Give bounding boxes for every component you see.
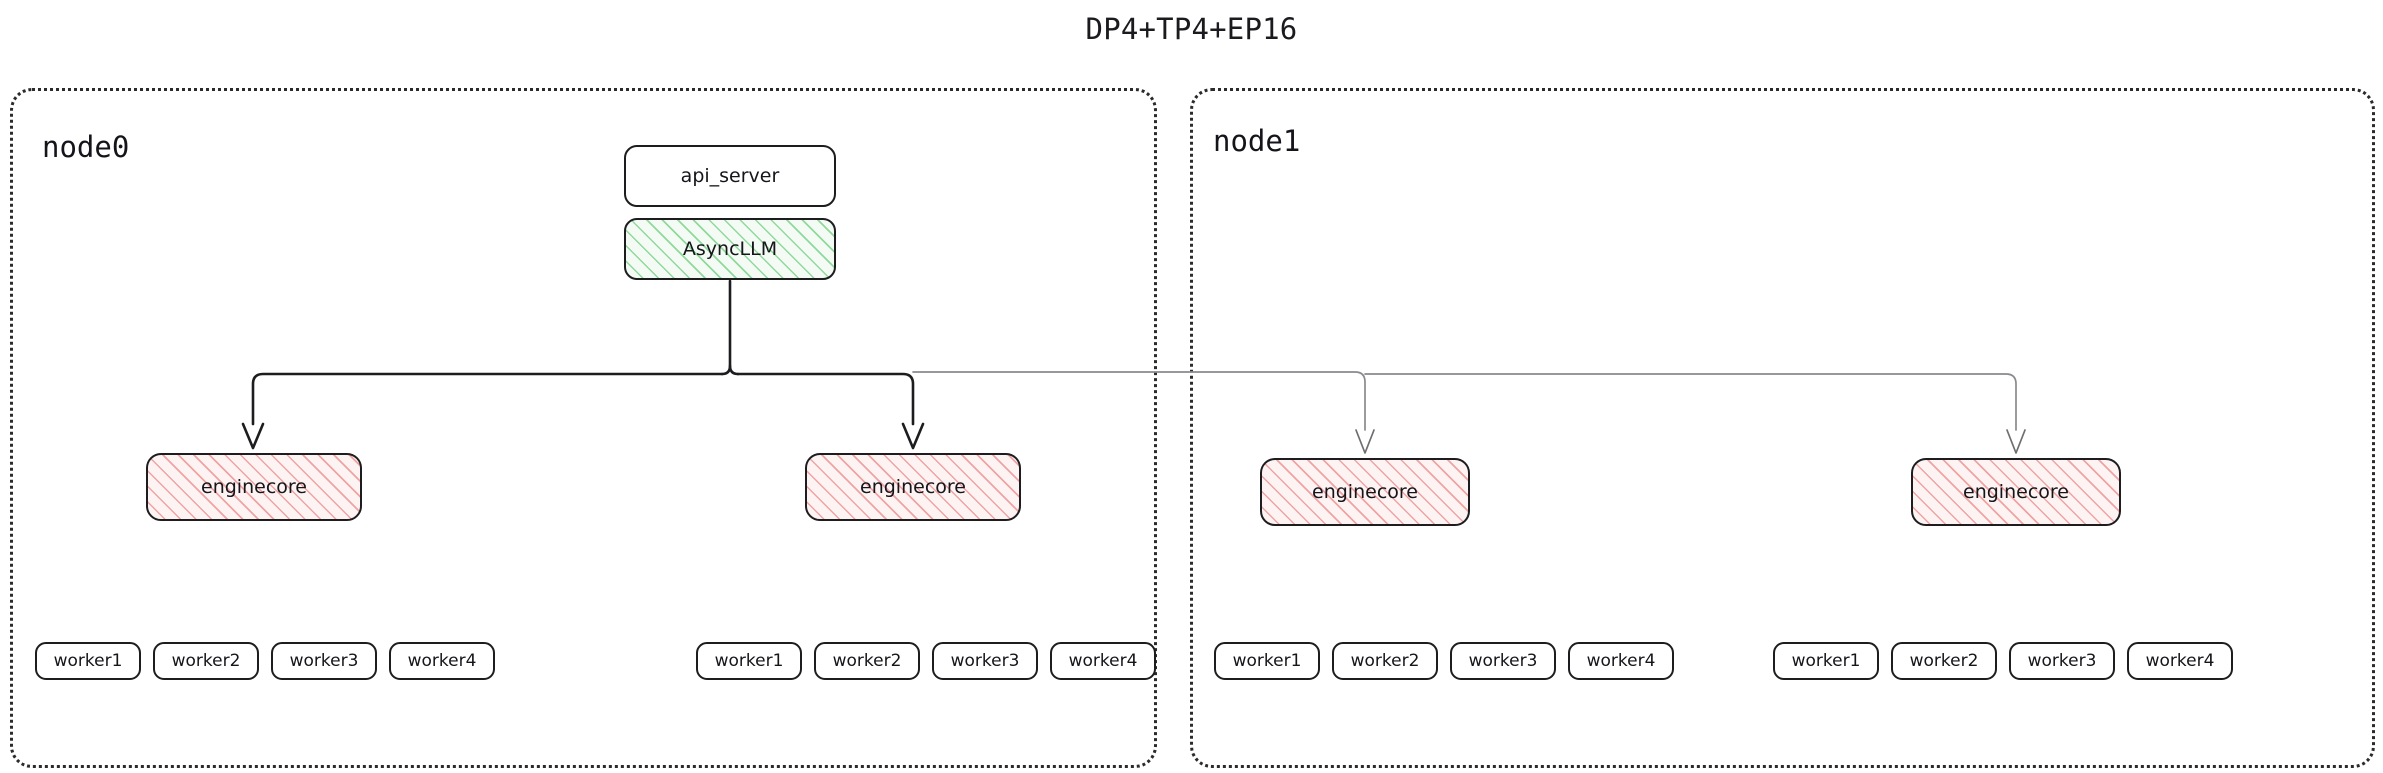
worker-label: worker1 (53, 651, 123, 671)
worker-box[interactable]: worker3 (1450, 642, 1556, 680)
worker-box[interactable]: worker2 (1891, 642, 1997, 680)
worker-label: worker3 (2027, 651, 2097, 671)
node-label-node0: node0 (42, 130, 130, 164)
worker-box[interactable]: worker4 (2127, 642, 2233, 680)
api-server-label: api_server (680, 165, 780, 187)
worker-box[interactable]: worker4 (1568, 642, 1674, 680)
enginecore-box[interactable]: enginecore (1911, 458, 2121, 526)
worker-label: worker2 (1350, 651, 1420, 671)
worker-box[interactable]: worker2 (814, 642, 920, 680)
async-llm-label: AsyncLLM (682, 238, 778, 260)
worker-label: worker1 (714, 651, 784, 671)
worker-label: worker1 (1791, 651, 1861, 671)
worker-label: worker2 (171, 651, 241, 671)
worker-label: worker3 (950, 651, 1020, 671)
worker-box[interactable]: worker3 (271, 642, 377, 680)
worker-box[interactable]: worker1 (1773, 642, 1879, 680)
worker-label: worker4 (2145, 651, 2215, 671)
node-label-node1: node1 (1213, 124, 1301, 158)
enginecore-label: enginecore (201, 476, 307, 498)
worker-box[interactable]: worker3 (2009, 642, 2115, 680)
worker-label: worker3 (289, 651, 359, 671)
worker-box[interactable]: worker1 (696, 642, 802, 680)
worker-box[interactable]: worker4 (1050, 642, 1156, 680)
worker-label: worker2 (1909, 651, 1979, 671)
worker-label: worker4 (407, 651, 477, 671)
worker-box[interactable]: worker3 (932, 642, 1038, 680)
worker-label: worker4 (1586, 651, 1656, 671)
async-llm-box[interactable]: AsyncLLM (624, 218, 836, 280)
enginecore-label: enginecore (1312, 481, 1418, 503)
enginecore-box[interactable]: enginecore (146, 453, 362, 521)
enginecore-box[interactable]: enginecore (1260, 458, 1470, 526)
worker-box[interactable]: worker2 (153, 642, 259, 680)
enginecore-label: enginecore (860, 476, 966, 498)
page-title: DP4+TP4+EP16 (1085, 12, 1298, 46)
worker-box[interactable]: worker1 (1214, 642, 1320, 680)
worker-box[interactable]: worker4 (389, 642, 495, 680)
api-server-box[interactable]: api_server (624, 145, 836, 207)
enginecore-box[interactable]: enginecore (805, 453, 1021, 521)
worker-label: worker4 (1068, 651, 1138, 671)
enginecore-label: enginecore (1963, 481, 2069, 503)
worker-label: worker1 (1232, 651, 1302, 671)
worker-box[interactable]: worker1 (35, 642, 141, 680)
worker-label: worker2 (832, 651, 902, 671)
worker-box[interactable]: worker2 (1332, 642, 1438, 680)
worker-label: worker3 (1468, 651, 1538, 671)
